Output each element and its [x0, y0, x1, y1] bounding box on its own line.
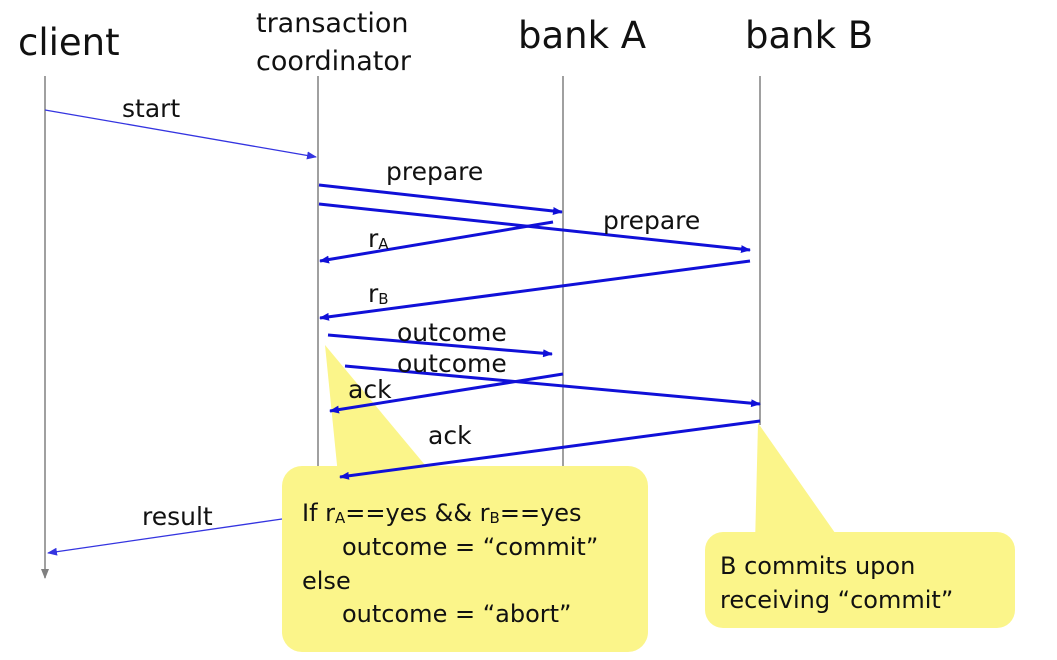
label-r-b-base: r: [368, 279, 379, 308]
coordinator-note-line2: outcome = “commit”: [342, 533, 598, 561]
coordinator-note-line4: outcome = “abort”: [342, 600, 571, 628]
label-ack-a: ack: [348, 375, 392, 404]
participant-client: client: [18, 21, 120, 64]
coordinator-note: [282, 466, 648, 652]
label-r-a: rA: [368, 224, 389, 253]
participant-bank-a: bank A: [518, 14, 646, 57]
coordinator-note-line3: else: [302, 567, 351, 595]
note-if-text: If r: [302, 499, 335, 527]
arrow-prepare-b: [318, 202, 751, 254]
participant-coordinator-line2: coordinator: [256, 46, 412, 77]
label-result: result: [142, 502, 213, 531]
bank-b-note: [705, 532, 1015, 628]
label-r-a-base: r: [368, 224, 379, 253]
arrow-outcome-b: [344, 364, 761, 408]
participant-coordinator-line1: transaction: [256, 8, 409, 39]
arrow-start: [44, 109, 317, 160]
note-condition-end: ==yes: [500, 499, 582, 527]
bank-b-note-line2: receiving “commit”: [720, 586, 953, 614]
label-ack-b: ack: [428, 421, 472, 450]
arrow-ack-a: [329, 372, 564, 414]
participant-bank-b: bank B: [745, 14, 873, 57]
arrow-r-a: [319, 220, 554, 264]
coordinator-note-tail: [325, 345, 425, 495]
arrow-ack-b: [339, 419, 761, 480]
bank-b-note-line1: B commits upon: [720, 552, 915, 580]
arrow-r-b: [319, 259, 751, 321]
arrow-outcome-a: [327, 333, 553, 358]
arrow-prepare-a: [318, 183, 563, 215]
label-r-b-sub: B: [378, 290, 388, 308]
note-sub-b: B: [490, 509, 500, 527]
label-start: start: [122, 94, 180, 123]
bank-b-note-tail: [755, 423, 840, 545]
label-prepare-b: prepare: [603, 206, 700, 235]
label-r-b: rB: [368, 279, 389, 308]
label-outcome-a: outcome: [397, 318, 507, 347]
label-outcome-b: outcome: [397, 349, 507, 378]
note-sub-a: A: [335, 509, 346, 527]
arrow-result: [47, 518, 283, 556]
coordinator-note-line1: If rA==yes && rB==yes: [302, 499, 582, 527]
label-r-a-sub: A: [378, 235, 389, 253]
label-prepare-a: prepare: [386, 157, 483, 186]
note-condition-text: ==yes && r: [345, 499, 489, 527]
